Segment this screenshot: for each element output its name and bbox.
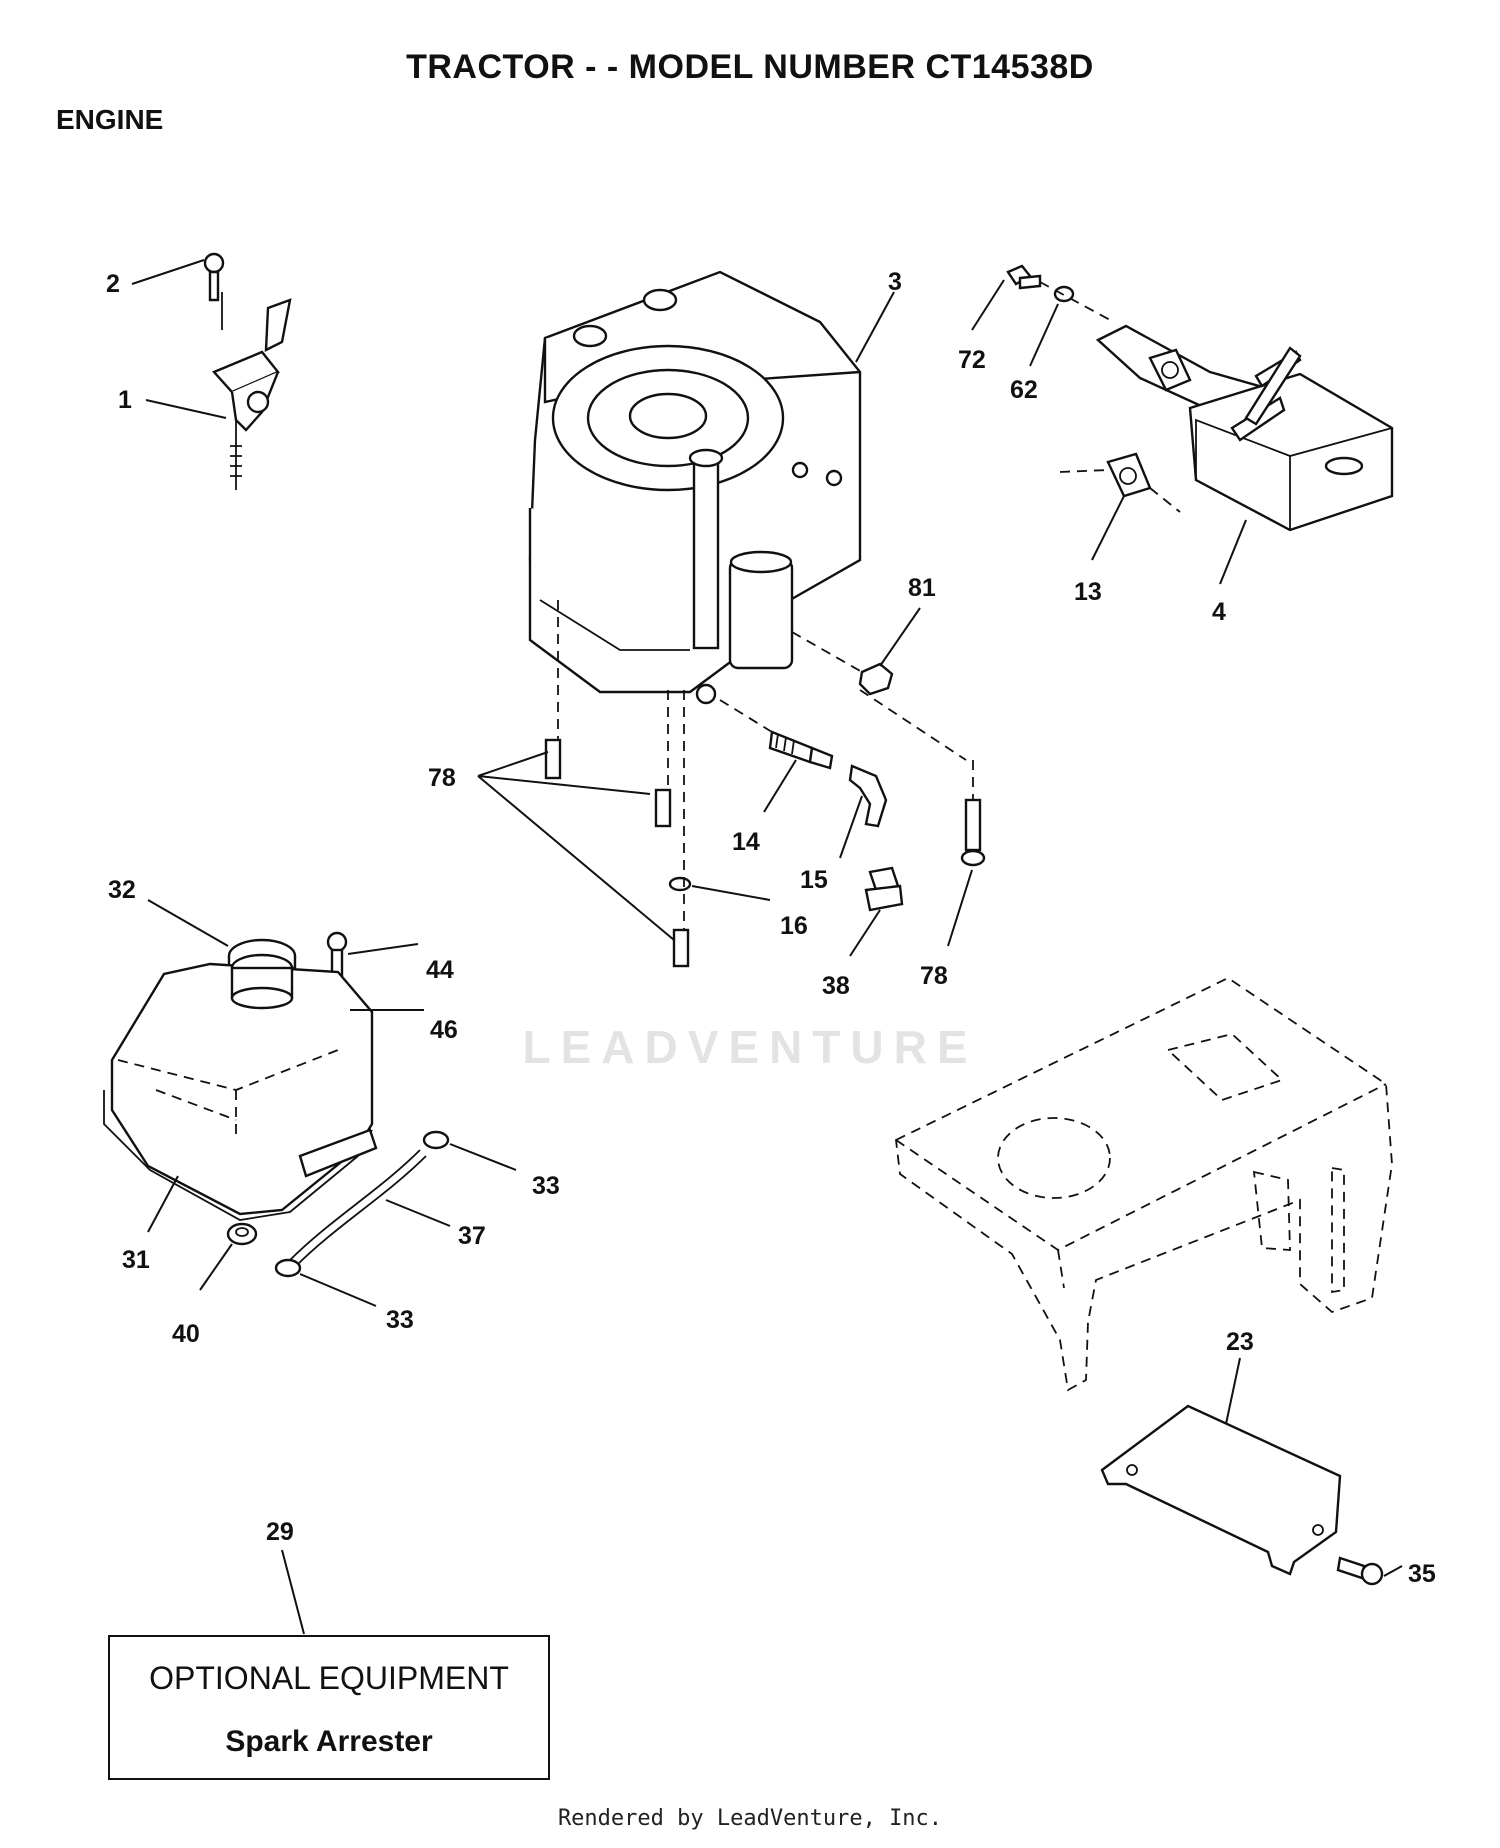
callout-38: 38 bbox=[822, 972, 850, 1000]
footer-credit: Rendered by LeadVenture, Inc. bbox=[557, 1806, 943, 1831]
callout-46: 46 bbox=[430, 1016, 458, 1044]
callout-numbers: 2 1 3 72 62 13 4 81 78 14 15 16 38 78 32… bbox=[106, 268, 1436, 1588]
engine-part bbox=[528, 270, 862, 705]
watermark-text: LEADVENTURE bbox=[522, 1021, 978, 1073]
drain-pipe-part bbox=[719, 699, 888, 828]
callout-14: 14 bbox=[732, 828, 760, 856]
engine-bolt-part bbox=[544, 600, 986, 968]
callout-37: 37 bbox=[458, 1222, 486, 1250]
heat-shield-part bbox=[1100, 1404, 1342, 1576]
grommet-part bbox=[226, 1222, 258, 1246]
callout-4: 4 bbox=[1212, 598, 1226, 626]
callout-72: 72 bbox=[958, 346, 986, 374]
callout-81: 81 bbox=[908, 574, 936, 602]
callout-29: 29 bbox=[266, 1518, 294, 1546]
optional-equipment-heading: OPTIONAL EQUIPMENT bbox=[149, 1660, 509, 1696]
optional-equipment-item: Spark Arrester bbox=[225, 1725, 433, 1758]
callout-32: 32 bbox=[108, 876, 136, 904]
bolt-and-washer-part bbox=[1006, 264, 1111, 321]
tractor-frame-part bbox=[895, 976, 1393, 1392]
fuel-hose-part bbox=[274, 1130, 450, 1278]
section-title: ENGINE bbox=[56, 104, 164, 135]
throttle-control-part bbox=[211, 292, 292, 490]
optional-equipment-box bbox=[108, 1635, 550, 1780]
nut-part bbox=[791, 631, 894, 696]
callout-16: 16 bbox=[780, 912, 808, 940]
callout-35: 35 bbox=[1408, 1560, 1436, 1588]
callout-44: 44 bbox=[426, 956, 454, 984]
callout-78-a: 78 bbox=[428, 764, 456, 792]
callout-33-a: 33 bbox=[532, 1172, 560, 1200]
muffler-part bbox=[1095, 324, 1394, 532]
callout-40: 40 bbox=[172, 1320, 200, 1348]
callout-62: 62 bbox=[1010, 376, 1038, 404]
shield-screw-part bbox=[1336, 1556, 1384, 1586]
callout-78-b: 78 bbox=[920, 962, 948, 990]
leader-lines bbox=[131, 259, 1403, 1635]
callout-15: 15 bbox=[800, 866, 828, 894]
callout-3: 3 bbox=[888, 268, 902, 296]
drain-cap-part bbox=[864, 866, 904, 912]
page-title: TRACTOR - - MODEL NUMBER CT14538D bbox=[406, 48, 1094, 86]
gasket-part bbox=[1059, 348, 1192, 513]
callout-2: 2 bbox=[106, 270, 120, 298]
callout-31: 31 bbox=[122, 1246, 150, 1274]
callout-1: 1 bbox=[118, 386, 132, 414]
screw-part bbox=[203, 252, 225, 302]
callout-33-b: 33 bbox=[386, 1306, 414, 1334]
fuel-tank-part bbox=[103, 953, 378, 1221]
callout-13: 13 bbox=[1074, 578, 1102, 606]
callout-23: 23 bbox=[1226, 1328, 1254, 1356]
